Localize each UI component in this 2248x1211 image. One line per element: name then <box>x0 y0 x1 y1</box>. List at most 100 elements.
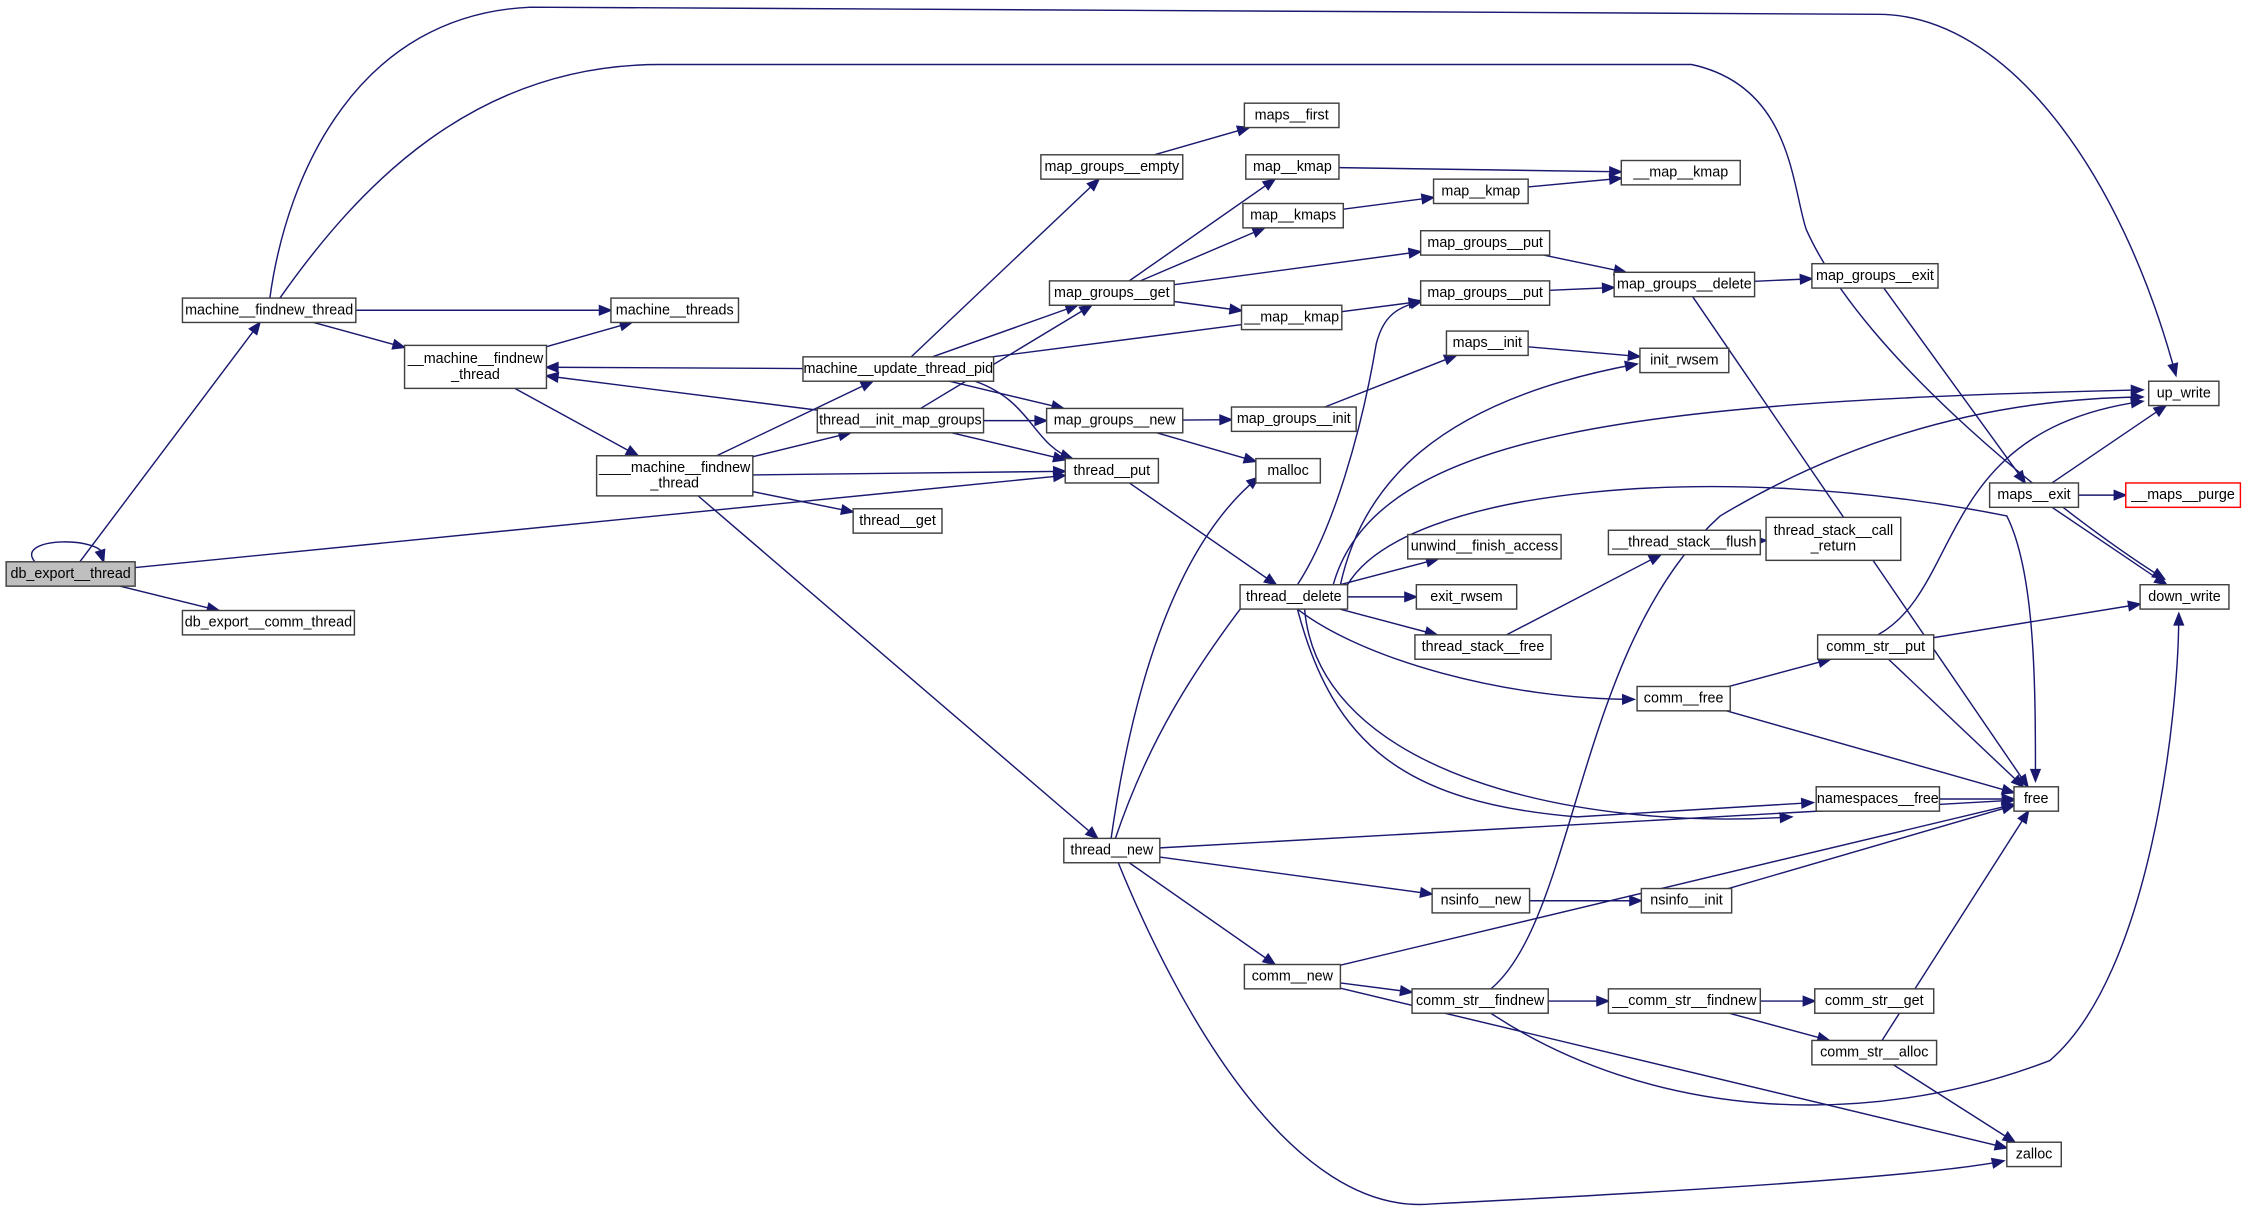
graph-node-machine-findnew-thread[interactable]: __machine__findnew_thread <box>403 344 548 390</box>
graph-node-unwind-finish-access[interactable]: unwind__finish_access <box>1407 533 1562 560</box>
graph-node-map-groups-delete[interactable]: map_groups__delete <box>1613 271 1756 298</box>
graph-node-thread-stack-free[interactable]: thread_stack__free <box>1414 634 1552 660</box>
graph-node-map-groups-init[interactable]: map_groups__init <box>1230 406 1357 433</box>
call-edge <box>951 432 1068 463</box>
graph-node-malloc[interactable]: malloc <box>1255 457 1322 484</box>
node-label: free <box>2024 791 2049 807</box>
node-box <box>1639 347 1730 374</box>
node-label: db_export__thread <box>10 566 130 582</box>
graph-node-comm-str-findnew[interactable]: __comm_str__findnew <box>1607 988 1762 1014</box>
node-box <box>2139 584 2230 610</box>
arrowhead-icon <box>840 503 856 516</box>
graph-node-map-groups-put-a[interactable]: map_groups__put <box>1419 230 1551 256</box>
edge-line <box>1933 603 2141 639</box>
edge-line <box>1296 300 1423 586</box>
node-box <box>1242 202 1344 229</box>
call-edge <box>983 414 1049 427</box>
node-box <box>1445 330 1529 357</box>
graph-node-machine-findnew-thread[interactable]: ____machine__findnew_thread <box>595 455 754 497</box>
graph-node-map-kmap-upper[interactable]: __map__kmap <box>1620 159 1741 186</box>
call-edge <box>1128 862 1277 966</box>
edge-line <box>1154 126 1250 156</box>
graph-node-nsinfo-new[interactable]: nsinfo__new <box>1431 887 1531 914</box>
graph-node-map-groups-exit[interactable]: map_groups__exit <box>1811 262 1939 289</box>
node-box <box>1816 634 1935 660</box>
node-box <box>610 297 740 324</box>
arrowhead-icon <box>248 320 262 336</box>
graph-node-thread-delete[interactable]: thread__delete <box>1239 584 1349 610</box>
graph-node-maps-init[interactable]: maps__init <box>1445 330 1529 357</box>
node-label: thread__new <box>1070 843 1154 859</box>
call-edge <box>119 585 221 614</box>
graph-node-exit-rwsem[interactable]: exit_rwsem <box>1415 584 1518 610</box>
graph-node-comm-str-put[interactable]: comm_str__put <box>1816 634 1935 660</box>
graph-node-thread-stack-call-return[interactable]: thread_stack__call_return <box>1765 516 1902 562</box>
node-label: thread_stack__free <box>1422 639 1545 655</box>
graph-node-maps-first[interactable]: maps__first <box>1243 102 1340 129</box>
edge-line <box>1888 658 2024 788</box>
arrowhead-icon <box>2113 489 2128 501</box>
graph-node-up-write[interactable]: up_write <box>2147 380 2220 407</box>
graph-node-db-export-comm-thread[interactable]: db_export__comm_thread <box>181 609 356 636</box>
graph-node-comm-str-findnew[interactable]: comm_str__findnew <box>1411 988 1549 1014</box>
edge-line <box>1296 608 1635 701</box>
graph-node-thread-stack-flush[interactable]: __thread_stack__flush <box>1607 529 1762 556</box>
node-box <box>1620 159 1741 186</box>
graph-node-comm-free[interactable]: comm__free <box>1636 685 1731 712</box>
graph-node-comm-str-get[interactable]: comm_str__get <box>1814 988 1935 1014</box>
call-edge <box>31 541 106 564</box>
node-box <box>1414 634 1552 660</box>
graph-node-down-write[interactable]: down_write <box>2139 584 2230 610</box>
arrowhead-icon <box>2001 1130 2017 1144</box>
graph-node-map-groups-new[interactable]: map_groups__new <box>1045 407 1184 434</box>
edge-line <box>1490 396 2143 990</box>
node-box <box>2006 1141 2062 1168</box>
edge-line <box>1506 553 1662 636</box>
call-edge <box>1174 300 1244 315</box>
call-edge <box>1110 476 1261 839</box>
graph-node-comm-new[interactable]: comm__new <box>1243 963 1342 990</box>
graph-node-nsinfo-init[interactable]: nsinfo__init <box>1640 887 1733 914</box>
arrowhead-icon <box>2127 600 2142 612</box>
arrowhead-icon <box>544 371 560 383</box>
node-label: _return <box>1810 539 1856 555</box>
graph-node-map-groups-get[interactable]: map_groups__get <box>1048 280 1175 306</box>
edges-layer <box>31 6 2185 1206</box>
graph-node-comm-str-alloc[interactable]: comm_str__alloc <box>1811 1039 1938 1066</box>
call-edge <box>1728 1012 1832 1043</box>
graph-node-thread-init-map-groups[interactable]: thread__init_map_groups <box>816 407 985 434</box>
edge-line <box>920 304 1092 410</box>
graph-node-map-kmap-a[interactable]: map__kmap <box>1245 154 1340 180</box>
node-box <box>1607 988 1762 1014</box>
call-edge <box>1346 485 2042 783</box>
graph-node-thread-get[interactable]: thread__get <box>852 508 943 534</box>
edge-line <box>949 380 1064 410</box>
call-edge <box>1156 432 1258 464</box>
graph-node-thread-new[interactable]: thread__new <box>1063 837 1161 864</box>
graph-node-map-groups-empty[interactable]: map_groups__empty <box>1040 154 1184 180</box>
node-box <box>1613 271 1756 298</box>
node-box <box>5 561 136 587</box>
graph-node-zalloc[interactable]: zalloc <box>2006 1141 2062 1168</box>
graph-node-map-groups-put-b[interactable]: map_groups__put <box>1419 280 1551 306</box>
graph-node-namespaces-free[interactable]: namespaces__free <box>1815 786 1941 812</box>
graph-node-db-export-thread[interactable]: db_export__thread <box>5 561 136 587</box>
edge-line <box>119 585 220 612</box>
graph-node-map-kmap-lower[interactable]: __map__kmap <box>1240 304 1343 331</box>
arrowhead-icon <box>1034 414 1049 427</box>
node-label: map_groups__get <box>1054 285 1170 301</box>
arrowhead-icon <box>2010 774 2025 789</box>
graph-node-machine-threads[interactable]: machine__threads <box>610 297 740 324</box>
graph-node-machine-findnew-thread[interactable]: machine__findnew_thread <box>181 297 357 324</box>
graph-node-maps-purge[interactable]: __maps__purge <box>2125 482 2242 509</box>
graph-node-free[interactable]: free <box>2013 786 2060 812</box>
arrowhead-icon <box>1420 193 1436 205</box>
node-box <box>595 455 754 497</box>
arrowhead-icon <box>2153 573 2169 586</box>
graph-node-map-kmap-b[interactable]: map__kmap <box>1432 178 1529 205</box>
graph-node-machine-update-thread-pid[interactable]: machine__update_thread_pid <box>802 356 995 382</box>
graph-node-maps-exit[interactable]: maps__exit <box>1988 482 2080 509</box>
graph-node-init-rwsem[interactable]: init_rwsem <box>1639 347 1730 374</box>
graph-node-map-kmaps[interactable]: map__kmaps <box>1242 202 1344 229</box>
graph-node-thread-put[interactable]: thread__put <box>1064 457 1160 484</box>
